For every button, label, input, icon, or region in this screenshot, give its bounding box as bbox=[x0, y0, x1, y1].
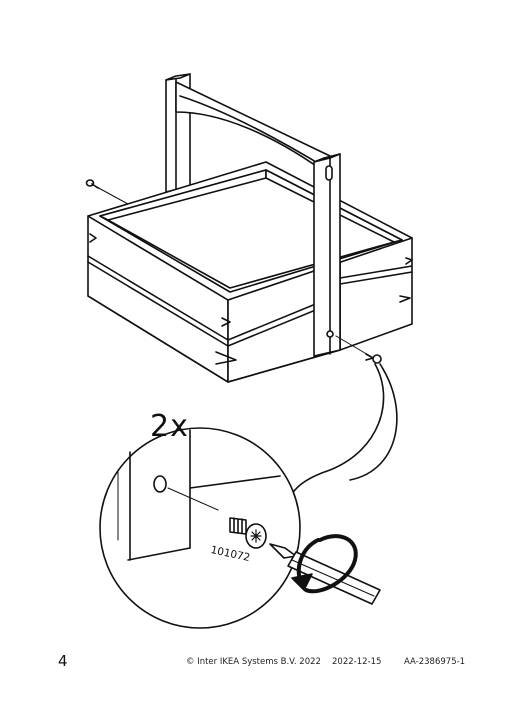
clockwise-arrow-icon bbox=[291, 534, 358, 594]
tray-box bbox=[87, 161, 413, 383]
detail-zoom-callout bbox=[99, 427, 301, 629]
left-screw bbox=[85, 179, 129, 205]
handle-bar bbox=[175, 81, 331, 177]
screwdriver-icon bbox=[269, 543, 381, 605]
screw-icon bbox=[229, 517, 267, 549]
document-id: AA-2386975-1 bbox=[404, 657, 466, 667]
right-screw bbox=[335, 335, 382, 364]
page-footer: 4 © Inter IKEA Systems B.V. 2022 2022-12… bbox=[0, 650, 506, 672]
document-date: 2022-12-15 bbox=[332, 657, 382, 667]
page-number: 4 bbox=[58, 652, 68, 670]
callout-connector bbox=[291, 363, 398, 495]
front-handle-post bbox=[313, 153, 341, 357]
copyright-text: © Inter IKEA Systems B.V. 2022 bbox=[186, 657, 321, 667]
quantity-label: 2x bbox=[150, 409, 189, 444]
